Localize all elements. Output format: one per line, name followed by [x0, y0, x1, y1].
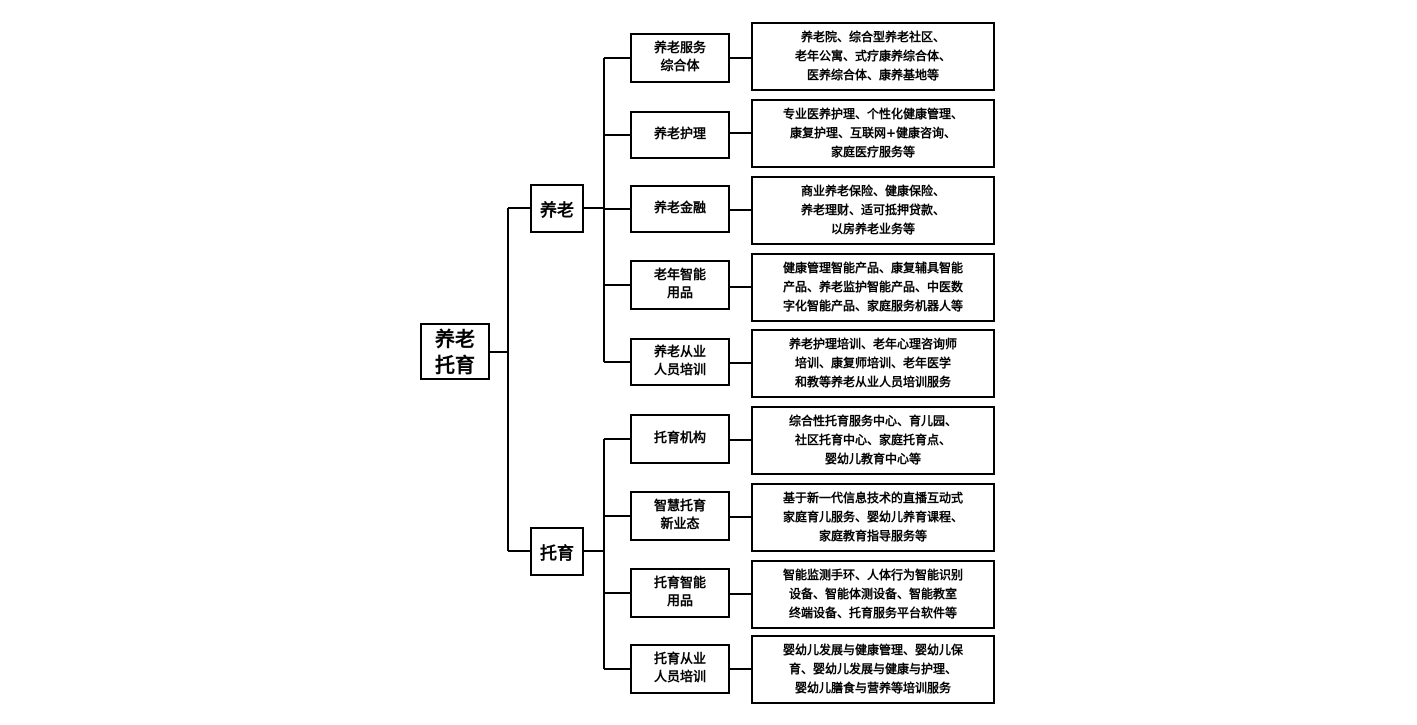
- childcare-detail-text: 综合性托育服务中心、育儿园、 社区托育中心、家庭托育点、 婴幼儿教育中心等: [788, 414, 957, 466]
- eldercare-item-label: 老年智能 用品: [653, 268, 706, 301]
- eldercare-item-smart-products: 老年智能 用品: [630, 260, 730, 310]
- eldercare-item-service-complex: 养老服务 综合体: [630, 33, 730, 83]
- childcare-detail-smart-new-formats: 基于新一代信息技术的直播互动式 家庭育儿服务、婴幼儿养育课程、 家庭教育指导服务…: [751, 483, 995, 552]
- branch-childcare-node: 托育: [530, 527, 584, 576]
- eldercare-item-nursing: 养老护理: [630, 111, 730, 159]
- eldercare-detail-text: 商业养老保险、健康保险、 养老理财、适可抵押贷款、 以房养老业务等: [800, 184, 945, 236]
- eldercare-detail-service-complex: 养老院、综合型养老社区、 老年公寓、式疗康养综合体、 医养综合体、康养基地等: [751, 22, 995, 91]
- eldercare-item-label: 养老护理: [653, 127, 706, 142]
- root-node: 养老 托育: [420, 323, 490, 380]
- branch-eldercare-label: 养老: [540, 201, 574, 221]
- eldercare-detail-training: 养老护理培训、老年心理咨询师 培训、康复师培训、老年医学 和教等养老从业人员培训…: [751, 329, 995, 398]
- eldercare-detail-text: 健康管理智能产品、康复辅具智能 产品、养老监护智能产品、中医数 字化智能产品、家…: [782, 261, 963, 313]
- childcare-item-label: 托育从业 人员培训: [653, 652, 706, 685]
- childcare-detail-text: 基于新一代信息技术的直播互动式 家庭育儿服务、婴幼儿养育课程、 家庭教育指导服务…: [782, 491, 963, 543]
- branch-eldercare-node: 养老: [530, 184, 584, 233]
- childcare-item-institutions: 托育机构: [630, 414, 730, 464]
- childcare-detail-text: 婴幼儿发展与健康管理、婴幼儿保 育、婴幼儿发展与健康与护理、 婴幼儿膳食与营养等…: [782, 643, 963, 695]
- childcare-item-training: 托育从业 人员培训: [630, 644, 730, 694]
- childcare-detail-training: 婴幼儿发展与健康管理、婴幼儿保 育、婴幼儿发展与健康与护理、 婴幼儿膳食与营养等…: [751, 635, 995, 704]
- eldercare-item-training: 养老从业 人员培训: [630, 338, 730, 386]
- eldercare-detail-smart-products: 健康管理智能产品、康复辅具智能 产品、养老监护智能产品、中医数 字化智能产品、家…: [751, 253, 995, 322]
- root-node-label: 养老 托育: [435, 326, 475, 377]
- eldercare-detail-text: 养老院、综合型养老社区、 老年公寓、式疗康养综合体、 医养综合体、康养基地等: [794, 30, 951, 82]
- eldercare-detail-text: 专业医养护理、个性化健康管理、 康复护理、互联网+健康咨询、 家庭医疗服务等: [782, 107, 963, 159]
- eldercare-item-label: 养老服务 综合体: [653, 41, 706, 74]
- eldercare-item-finance: 养老金融: [630, 185, 730, 233]
- childcare-item-label: 智慧托育 新业态: [653, 499, 706, 532]
- childcare-item-smart-new-formats: 智慧托育 新业态: [630, 491, 730, 541]
- childcare-item-label: 托育智能 用品: [653, 576, 706, 609]
- eldercare-item-label: 养老从业 人员培训: [653, 345, 706, 378]
- eldercare-item-label: 养老金融: [653, 201, 706, 216]
- childcare-detail-institutions: 综合性托育服务中心、育儿园、 社区托育中心、家庭托育点、 婴幼儿教育中心等: [751, 406, 995, 475]
- eldercare-detail-finance: 商业养老保险、健康保险、 养老理财、适可抵押贷款、 以房养老业务等: [751, 176, 995, 245]
- childcare-item-smart-products: 托育智能 用品: [630, 568, 730, 618]
- eldercare-detail-nursing: 专业医养护理、个性化健康管理、 康复护理、互联网+健康咨询、 家庭医疗服务等: [751, 99, 995, 168]
- branch-childcare-label: 托育: [540, 544, 574, 564]
- childcare-detail-smart-products: 智能监测手环、人体行为智能识别 设备、智能体测设备、智能教室 终端设备、托育服务…: [751, 560, 995, 629]
- childcare-item-label: 托育机构: [653, 431, 706, 446]
- eldercare-detail-text: 养老护理培训、老年心理咨询师 培训、康复师培训、老年医学 和教等养老从业人员培训…: [788, 337, 957, 389]
- childcare-detail-text: 智能监测手环、人体行为智能识别 设备、智能体测设备、智能教室 终端设备、托育服务…: [782, 568, 963, 620]
